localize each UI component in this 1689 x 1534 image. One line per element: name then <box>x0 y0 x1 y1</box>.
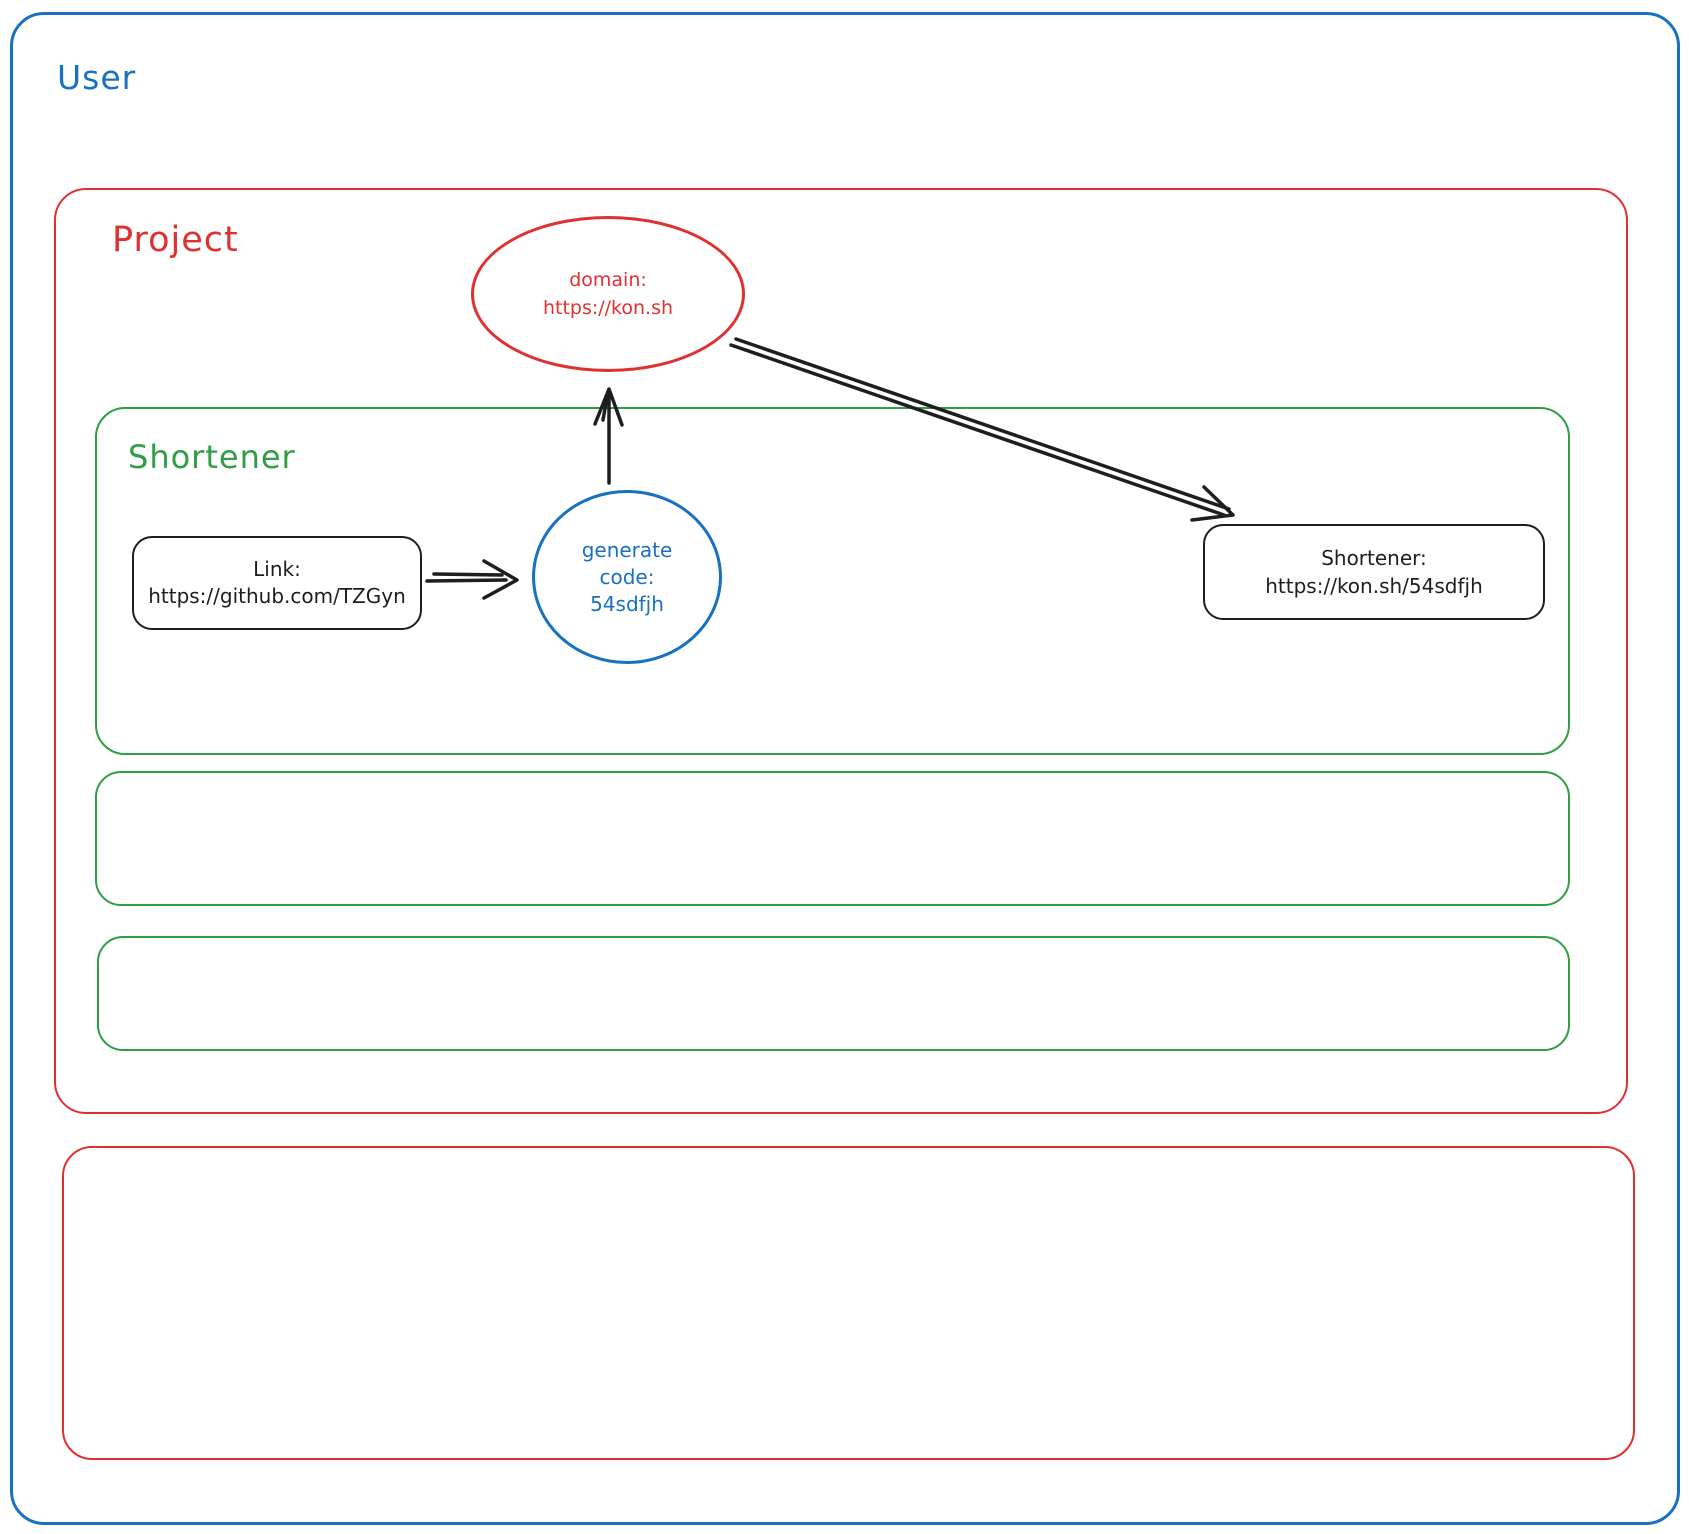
user-label: User <box>57 58 137 97</box>
shortened-line-2: https://kon.sh/54sdfjh <box>1265 574 1483 598</box>
shortened-link-box: Shortener: https://kon.sh/54sdfjh <box>1203 524 1545 620</box>
generate-line-3: 54sdfjh <box>590 591 664 616</box>
domain-ellipse: domain: https://kon.sh <box>471 216 745 372</box>
user-container <box>10 12 1680 1525</box>
link-box: Link: https://github.com/TZGyn <box>132 536 422 630</box>
shortener-label: Shortener <box>128 438 296 476</box>
project-container <box>54 188 1628 1114</box>
domain-line-1: domain: <box>569 269 647 291</box>
project-empty-section-2 <box>97 936 1570 1051</box>
domain-line-2: https://kon.sh <box>542 297 674 319</box>
link-line-2: https://github.com/TZGyn <box>148 584 406 608</box>
project-empty-section-1 <box>95 771 1570 906</box>
link-line-1: Link: <box>253 557 301 581</box>
project-label: Project <box>112 220 239 260</box>
user-empty-section <box>62 1146 1635 1460</box>
shortened-line-1: Shortener: <box>1321 546 1427 570</box>
generate-code-circle: generate code: 54sdfjh <box>532 490 722 664</box>
generate-line-1: generate <box>581 537 673 562</box>
generate-line-2: code: <box>599 564 655 589</box>
